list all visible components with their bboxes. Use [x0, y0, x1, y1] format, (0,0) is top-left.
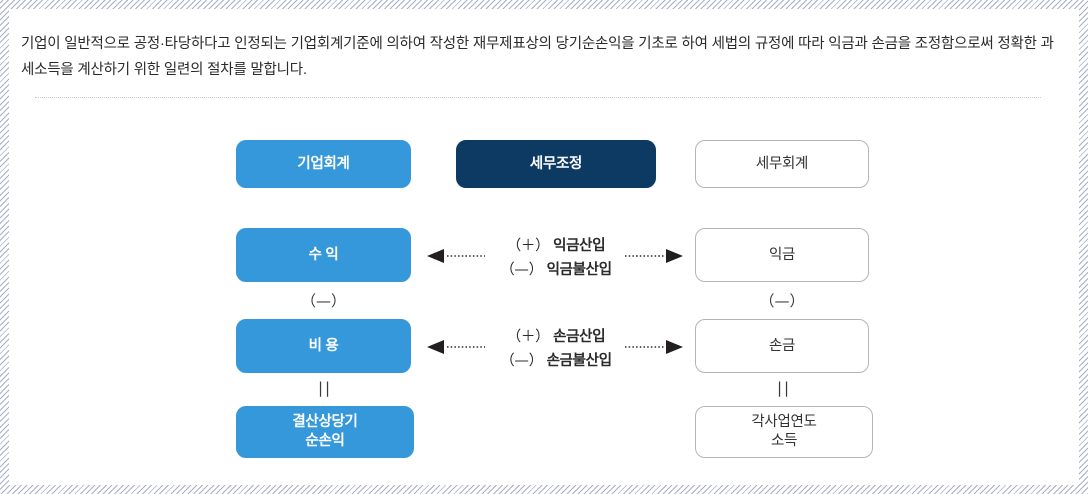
box-net-income-line-1: 결산상당기 — [292, 414, 358, 430]
box-net-income-label: 결산상당기 순손익 — [292, 413, 358, 451]
arrow-left-icon-row2 — [427, 340, 485, 354]
minus-text-row2: 손금불산입 — [546, 353, 613, 369]
content-canvas: 기업이 일반적으로 공정·타당하다고 인정되는 기업회계기준에 의하여 작성한 … — [9, 9, 1079, 485]
middle-label-row1: （＋） 익금산입 （—） 익금불산입 — [471, 234, 641, 282]
operator-minus-right: （—） — [759, 292, 805, 310]
box-expense-label: 비 용 — [308, 337, 339, 354]
box-expense[interactable]: 비 용 — [236, 319, 411, 373]
arrow-right-icon-row1 — [625, 249, 683, 263]
box-taxable-income-line-1: 각사업연도 — [751, 414, 817, 430]
middle-label-row1-plus: （＋） 익금산입 — [471, 234, 641, 258]
box-revenue-label: 수 익 — [308, 246, 339, 263]
intro-paragraph: 기업이 일반적으로 공정·타당하다고 인정되는 기업회계기준에 의하여 작성한 … — [21, 31, 1057, 83]
tax-adjustment-diagram: 기업회계 세무조정 세무회계 수 익 익금 — [9, 9, 1079, 485]
arrow-right-icon-row2 — [625, 340, 683, 354]
operator-equals-left: || — [317, 379, 333, 397]
box-taxable-income-label: 각사업연도 소득 — [751, 413, 817, 451]
box-tax-accounting-label: 세무회계 — [755, 155, 809, 172]
box-revenue[interactable]: 수 익 — [236, 228, 411, 282]
minus-text-row1: 익금불산입 — [546, 262, 613, 278]
intro-line-1: 기업이 일반적으로 공정·타당하다고 인정되는 기업회계기준에 의하여 작성한 … — [21, 36, 911, 52]
middle-label-row2: （＋） 손금산입 （—） 손금불산입 — [471, 325, 641, 373]
box-taxable-income[interactable]: 각사업연도 소득 — [695, 406, 873, 458]
operator-minus-left: （—） — [300, 292, 346, 310]
box-tax-adjustment[interactable]: 세무조정 — [456, 140, 656, 188]
box-tax-adjustment-label: 세무조정 — [529, 155, 583, 172]
box-tax-accounting[interactable]: 세무회계 — [695, 140, 869, 188]
operator-equals-right: || — [776, 379, 792, 397]
intro-line-2: 조정함으로써 정확한 과세소득을 계산하기 위한 일련의 절차를 말합니다. — [21, 36, 1054, 78]
box-gross-income-label: 익금 — [768, 246, 796, 263]
plus-sign-row2: （＋） — [506, 329, 550, 345]
box-net-income[interactable]: 결산상당기 순손익 — [236, 406, 414, 458]
middle-label-row2-plus: （＋） 손금산입 — [471, 325, 641, 349]
box-deductible-expense[interactable]: 손금 — [695, 319, 869, 373]
plus-sign-row1: （＋） — [506, 238, 550, 254]
minus-sign-row1: （—） — [500, 262, 543, 278]
middle-label-row1-minus: （—） 익금불산입 — [471, 258, 641, 282]
box-corporate-accounting-label: 기업회계 — [297, 155, 350, 172]
section-divider — [35, 97, 1041, 98]
box-deductible-expense-label: 손금 — [768, 337, 796, 354]
plus-text-row1: 익금산입 — [553, 238, 606, 254]
box-taxable-income-line-2: 소득 — [770, 433, 798, 449]
plus-text-row2: 손금산입 — [553, 329, 606, 345]
minus-sign-row2: （—） — [500, 353, 543, 369]
box-gross-income[interactable]: 익금 — [695, 228, 869, 282]
arrow-left-icon-row1 — [427, 249, 485, 263]
box-net-income-line-2: 순손익 — [305, 433, 345, 449]
box-corporate-accounting[interactable]: 기업회계 — [236, 140, 411, 188]
middle-label-row2-minus: （—） 손금불산입 — [471, 349, 641, 373]
